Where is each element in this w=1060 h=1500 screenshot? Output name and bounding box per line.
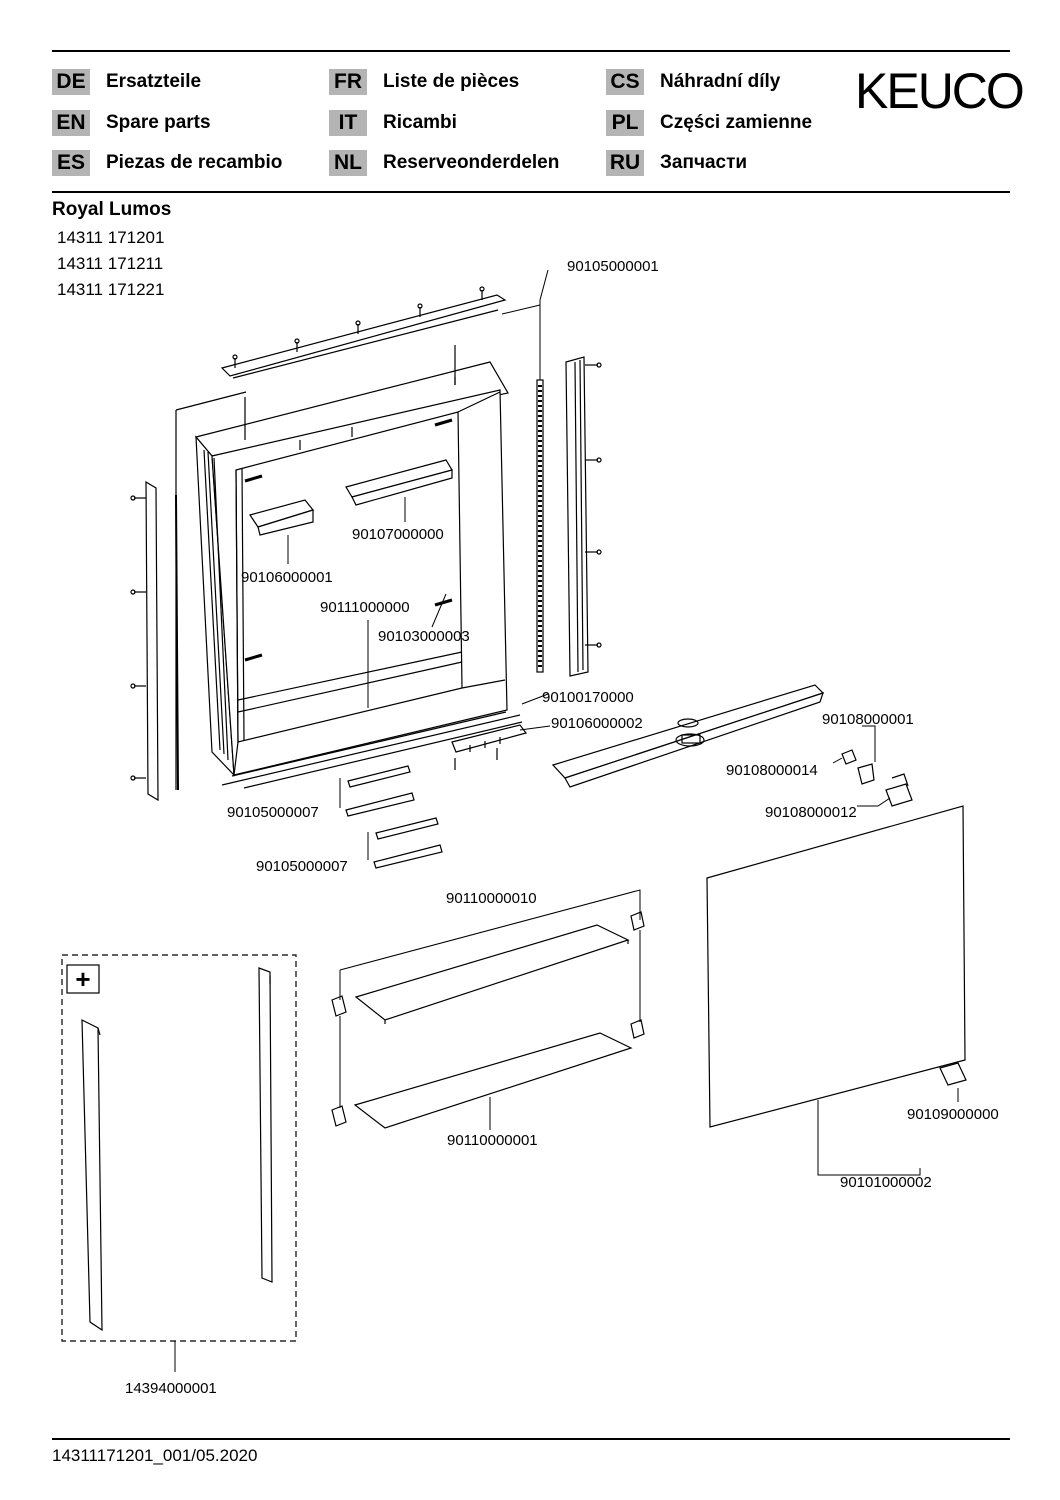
part-number-label: 90106000001 xyxy=(241,569,333,586)
lang-label: Reserveonderdelen xyxy=(383,152,560,173)
part-number-label: 90107000000 xyxy=(352,526,444,543)
product-name: Royal Lumos xyxy=(52,199,172,220)
footer-rule xyxy=(52,1438,1010,1440)
leader-lines xyxy=(174,269,959,1372)
lang-code: DE xyxy=(52,69,90,95)
header-rule xyxy=(52,191,1010,193)
bracket-90107 xyxy=(345,459,453,506)
part-number-label: 90111000000 xyxy=(320,599,410,616)
led-strip-vertical xyxy=(536,379,544,673)
part-number-label: 90109000000 xyxy=(907,1106,999,1123)
lang-label: Ricambi xyxy=(383,112,457,133)
lang-pl: PL Części zamienne xyxy=(606,110,812,136)
lang-code: ES xyxy=(52,150,90,176)
part-number-label: 90105000007 xyxy=(256,858,348,875)
lang-nl: NL Reserveonderdelen xyxy=(329,150,559,176)
socket-90106 xyxy=(249,499,315,536)
part-number-label: 90110000010 xyxy=(446,890,537,907)
lang-code: IT xyxy=(329,110,367,136)
top-rule xyxy=(52,50,1010,52)
part-labels: 90105000001 90107000000 90106000001 9011… xyxy=(75,258,998,1397)
lang-code: PL xyxy=(606,110,644,136)
led-cover-pair-2 xyxy=(373,817,443,869)
lang-fr: FR Liste de pièces xyxy=(329,69,519,95)
part-number-label: 90100170000 xyxy=(542,689,634,706)
lang-label: Części zamienne xyxy=(660,112,813,133)
part-number-label: 90106000002 xyxy=(551,715,643,732)
document-number: 14311171201_001/05.2020 xyxy=(52,1446,258,1465)
left-side-profile xyxy=(130,480,179,802)
glass-shelf-lower xyxy=(353,1032,633,1129)
model-number: 14311 171201 xyxy=(57,228,165,247)
screws-90103 xyxy=(244,377,456,662)
model-number: 14311 171221 xyxy=(57,280,165,299)
lang-label: Liste de pièces xyxy=(383,71,520,92)
lang-label: Náhradní díly xyxy=(660,71,781,92)
part-number-label: 90105000001 xyxy=(567,258,659,275)
lang-es: ES Piezas de recambio xyxy=(52,150,282,176)
brand-logo: KEUCO xyxy=(855,63,1025,119)
glass-shelf-upper xyxy=(354,924,630,1024)
mirror-door xyxy=(706,805,967,1128)
part-number-label: 90105000007 xyxy=(227,804,319,821)
cabinet-body xyxy=(175,345,523,790)
part-number-label: 90108000001 xyxy=(822,711,914,728)
part-number-label: 14394000001 xyxy=(125,1380,217,1397)
lang-code: FR xyxy=(329,69,367,95)
lang-code: CS xyxy=(606,69,644,95)
lang-code: RU xyxy=(606,150,644,176)
lang-code: NL xyxy=(329,150,367,176)
lang-label: Запчасти xyxy=(660,152,748,173)
bottom-light-profile xyxy=(551,684,825,788)
part-number-label: 90103000003 xyxy=(378,628,470,645)
led-cover-pair-1 xyxy=(345,765,415,817)
lang-label: Piezas de recambio xyxy=(106,152,283,173)
accessory-box xyxy=(61,954,297,1342)
part-number-label: 90110000001 xyxy=(447,1132,538,1149)
plus-icon: + xyxy=(75,964,90,994)
model-number: 14311 171211 xyxy=(57,254,164,273)
part-number-label: 90108000014 xyxy=(726,762,818,779)
lang-cs: CS Náhradní díly xyxy=(606,69,780,95)
top-cover-strip xyxy=(220,286,507,379)
lang-label: Spare parts xyxy=(106,112,211,133)
switch-module xyxy=(451,724,528,770)
lang-it: IT Ricambi xyxy=(329,110,457,136)
lang-en: EN Spare parts xyxy=(52,110,211,136)
clip-set xyxy=(841,749,913,807)
shelf-supports xyxy=(331,911,645,1127)
right-side-profile xyxy=(565,356,602,677)
lang-ru: RU Запчасти xyxy=(606,150,747,176)
part-number-label: 90101000002 xyxy=(840,1174,932,1191)
part-number-label: 90108000012 xyxy=(765,804,857,821)
lang-de: DE Ersatzteile xyxy=(52,69,201,95)
lang-code: EN xyxy=(52,110,90,136)
lang-label: Ersatzteile xyxy=(106,71,202,92)
screw-set xyxy=(232,286,485,368)
